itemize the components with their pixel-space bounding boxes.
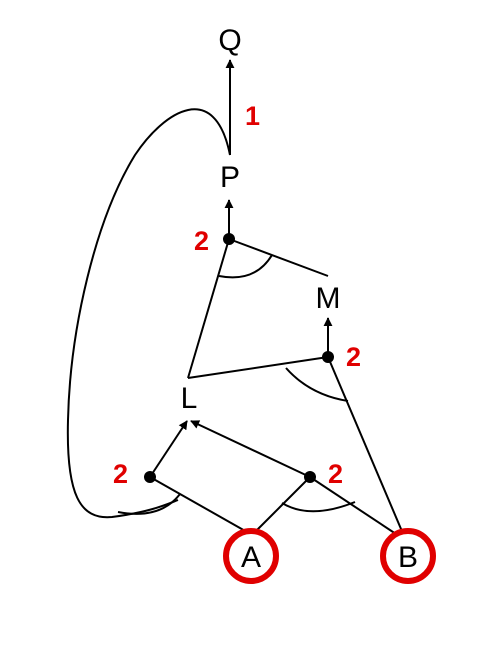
edge-right-junction-to-a <box>254 476 311 533</box>
label-l-right-junction: 2 <box>328 459 343 489</box>
and-arc-m <box>285 367 349 402</box>
node-b: B <box>398 541 418 574</box>
highlight-ring-b <box>380 528 436 584</box>
edge-p-junction-to-m <box>228 238 329 277</box>
edge-right-junction-to-b <box>309 476 397 535</box>
junction-dot-p <box>223 233 235 245</box>
and-arc-p <box>218 254 273 279</box>
edge-left-junction-to-a <box>149 476 248 533</box>
and-arc-l-right <box>281 501 356 513</box>
highlight-ring-a <box>223 528 279 584</box>
node-l: L <box>181 382 198 415</box>
junction-dot-l-right <box>304 471 316 483</box>
label-m-junction: 2 <box>346 342 361 372</box>
label-l-left-junction: 2 <box>113 459 128 489</box>
edge-left-junction-to-l <box>149 420 188 478</box>
junction-dot-m <box>322 351 334 363</box>
edge-m-junction-to-b <box>327 356 405 537</box>
node-m: M <box>316 282 341 315</box>
edge-loop-p-to-a <box>66 108 231 519</box>
node-p: P <box>220 161 240 194</box>
edge-right-junction-to-l <box>190 420 311 478</box>
edge-m-junction-to-l <box>187 356 329 379</box>
node-a: A <box>241 541 261 574</box>
edge-p-junction-to-l <box>187 238 230 379</box>
junction-dot-l-left <box>144 471 156 483</box>
label-p-junction: 2 <box>194 226 209 256</box>
and-arc-l-left <box>117 493 181 515</box>
node-q: Q <box>218 24 241 57</box>
label-qp-edge: 1 <box>245 101 260 131</box>
